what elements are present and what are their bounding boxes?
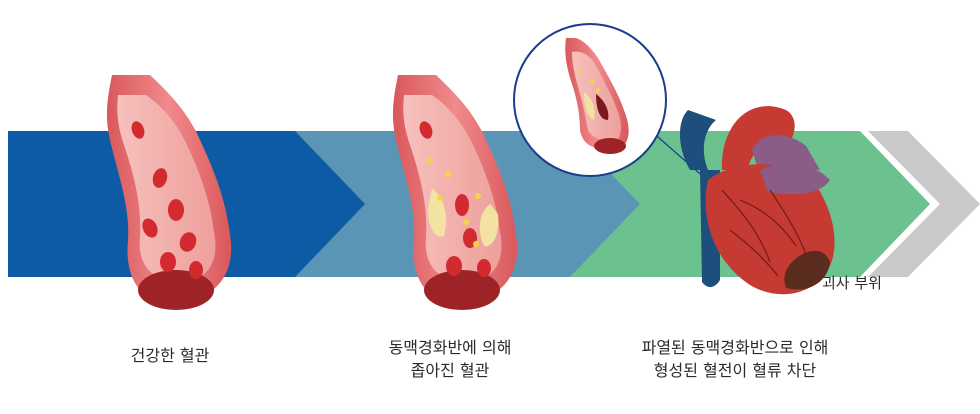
aorta [679,110,716,170]
vessel-lumen [117,95,216,278]
caption-thrombus-blockage: 파열된 동맥경화반으로 인해 형성된 혈전이 혈류 차단 [600,336,870,382]
necrosis-zone [784,250,830,290]
caption-line: 좁아진 혈관 [410,361,490,380]
heart-illustration [679,106,835,295]
caption-healthy-vessel: 건강한 혈관 [70,344,270,367]
caption-line: 형성된 혈전이 혈류 차단 [653,361,817,380]
magnifier-inset [513,23,667,177]
vessel-lumen [403,95,502,278]
caption-line: 파열된 동맥경화반으로 인해 [641,338,829,357]
progression-arrows [8,131,980,277]
lipid-particles [427,157,481,247]
narrowed-vessel [392,75,518,310]
caption-narrowed-vessel: 동맥경화반에 의해 좁아진 혈관 [340,336,560,382]
blood-cells [131,121,203,279]
coronary-arteries [721,189,809,277]
left-atrium [760,163,830,195]
blood-cells [419,121,491,277]
aortic-arch [721,106,795,170]
vessel-opening [138,270,214,310]
inset-plaque [584,92,595,120]
healthy-vessel [106,75,232,310]
caption-line: 동맥경화반에 의해 [388,338,512,357]
inset-particles [578,70,600,92]
plaque-right [479,204,499,247]
necrosis-label: 괴사 부위 [822,274,882,292]
arrow-tail-chevron [868,131,980,277]
inset-vessel-opening [594,138,626,154]
caption-line: 건강한 혈관 [130,346,210,365]
inset-thrombus [596,94,609,120]
vessel-opening [424,270,500,310]
